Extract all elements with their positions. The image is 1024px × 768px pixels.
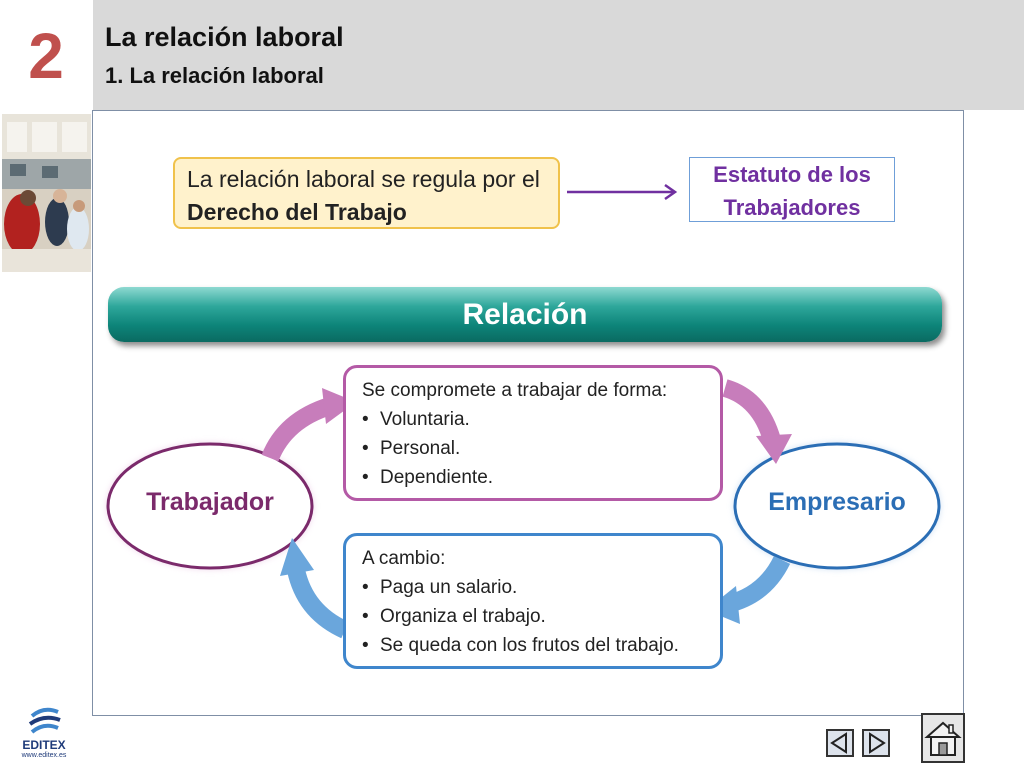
relation-diagram (106, 379, 941, 639)
exchange-item: Paga un salario. (362, 573, 704, 602)
commitment-box: Se compromete a trabajar de forma: Volun… (343, 365, 723, 501)
logo-url: www.editex.es (21, 752, 67, 759)
exchange-item: Organiza el trabajo. (362, 602, 704, 631)
worker-to-commitment-arrow (261, 397, 333, 462)
home-button[interactable] (921, 713, 965, 763)
next-button[interactable] (862, 729, 890, 757)
estatuto-box: Estatuto de los Trabajadores (689, 157, 895, 222)
regulation-arrow (567, 183, 678, 201)
next-icon (869, 732, 886, 754)
previous-icon (830, 732, 847, 754)
page-title: La relación laboral (105, 22, 344, 52)
regulation-text: La relación laboral se regula por el (187, 166, 540, 192)
previous-button[interactable] (826, 729, 854, 757)
commitment-to-employer-arrow (722, 379, 781, 443)
exchange-heading: A cambio: (362, 548, 446, 569)
exchange-item: Se queda con los frutos del trabajo. (362, 631, 704, 660)
commitment-heading: Se compromete a trabajar de forma: (362, 380, 668, 401)
header-bar (93, 0, 1024, 110)
commitment-item: Dependiente. (362, 463, 704, 492)
employer-label: Empresario (768, 488, 906, 516)
page-subtitle: 1. La relación laboral (105, 63, 324, 88)
worker-label: Trabajador (146, 488, 274, 516)
exchange-box: A cambio: Paga un salario. Organiza el t… (343, 533, 723, 669)
worker-ellipse (106, 442, 314, 570)
office-photo (2, 114, 91, 272)
employer-ellipse (733, 442, 941, 570)
home-icon (924, 721, 962, 756)
logo-text: EDITEX (22, 738, 66, 752)
commitment-item: Personal. (362, 434, 704, 463)
regulation-box: La relación laboral se regula por el Der… (173, 157, 560, 229)
exchange-to-worker-arrow (287, 567, 349, 639)
commitment-item: Voluntaria. (362, 405, 704, 434)
editex-logo-icon (28, 707, 61, 734)
regulation-law: Derecho del Trabajo (187, 199, 407, 225)
relacion-label: Relación (462, 298, 588, 331)
relacion-banner: Relación (108, 287, 942, 342)
chapter-number: 2 (28, 20, 64, 92)
